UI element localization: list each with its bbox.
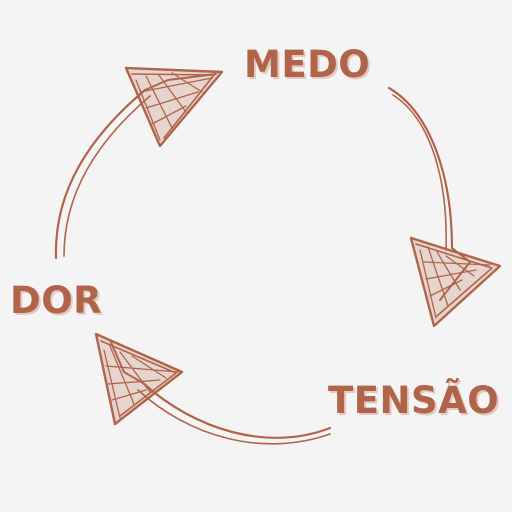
node-label-medo: MEDO <box>244 43 371 86</box>
arrowhead-up-left-icon <box>94 332 184 426</box>
arrow-medo-to-tensao <box>387 86 502 328</box>
arrow-dor-to-medo <box>54 66 224 260</box>
node-label-tensao: TENSÃO <box>328 379 500 422</box>
node-label-dor: DOR <box>10 279 103 322</box>
arrowhead-down-icon <box>409 236 502 328</box>
arrow-tensao-to-dor <box>94 332 332 445</box>
arrowhead-up-right-icon <box>124 66 224 148</box>
